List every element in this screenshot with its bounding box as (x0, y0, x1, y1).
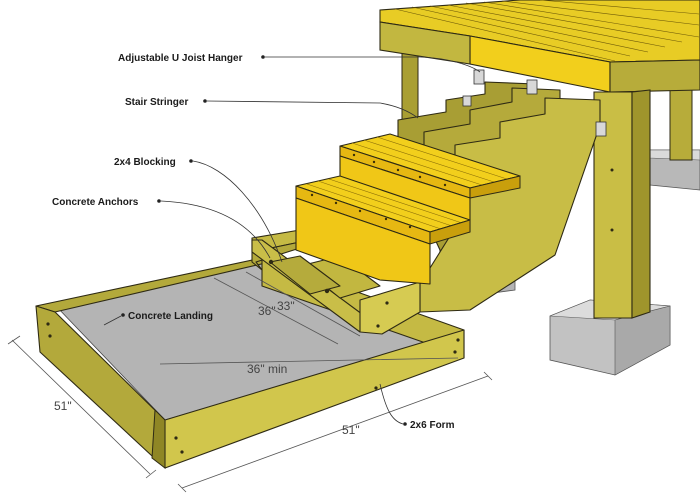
callout-leaders (103, 55, 481, 426)
dim-36: 36" (258, 304, 276, 318)
label-concrete-landing: Concrete Landing (128, 311, 213, 322)
stair-treads (295, 133, 521, 285)
dimension-lines (7, 271, 493, 493)
deck-side-beam (609, 59, 700, 93)
label-stair-stringer: Stair Stringer (125, 97, 188, 108)
anchor-bolts (268, 259, 389, 328)
dimension-labels: 36" 33" 36" min 51" 51" (54, 299, 360, 437)
blocking-mid (269, 255, 341, 295)
riser-lower (295, 197, 431, 285)
label-2x6-form: 2x6 Form (410, 420, 455, 431)
deck (379, 0, 700, 319)
label-joist-hanger: Adjustable U Joist Hanger (118, 53, 243, 64)
dim-36-min: 36" min (247, 362, 287, 376)
dim-33: 33" (277, 299, 295, 313)
blocking-frame (251, 229, 421, 335)
label-2x4-blocking: 2x4 Blocking (114, 157, 176, 168)
concrete-landing (35, 257, 465, 470)
blocking-front (359, 281, 421, 335)
dim-51-bottom: 51" (342, 423, 360, 437)
callout-labels: Adjustable U Joist Hanger Stair Stringer… (52, 53, 455, 431)
dim-51-left: 51" (54, 399, 72, 413)
label-concrete-anchors: Concrete Anchors (52, 197, 139, 208)
deck-side-band (379, 21, 471, 65)
joist-hanger-brackets (462, 69, 607, 137)
